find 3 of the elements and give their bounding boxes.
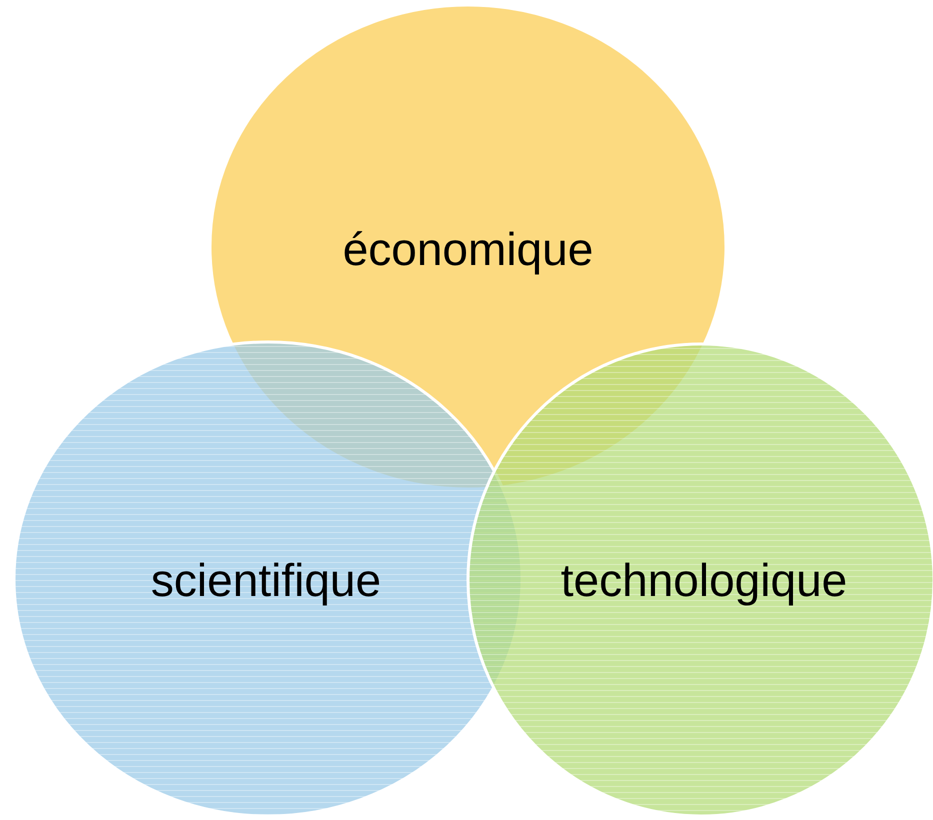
circle-label: technologique — [560, 553, 848, 607]
circle-label: économique — [342, 222, 594, 276]
circle-label: scientifique — [150, 553, 382, 607]
